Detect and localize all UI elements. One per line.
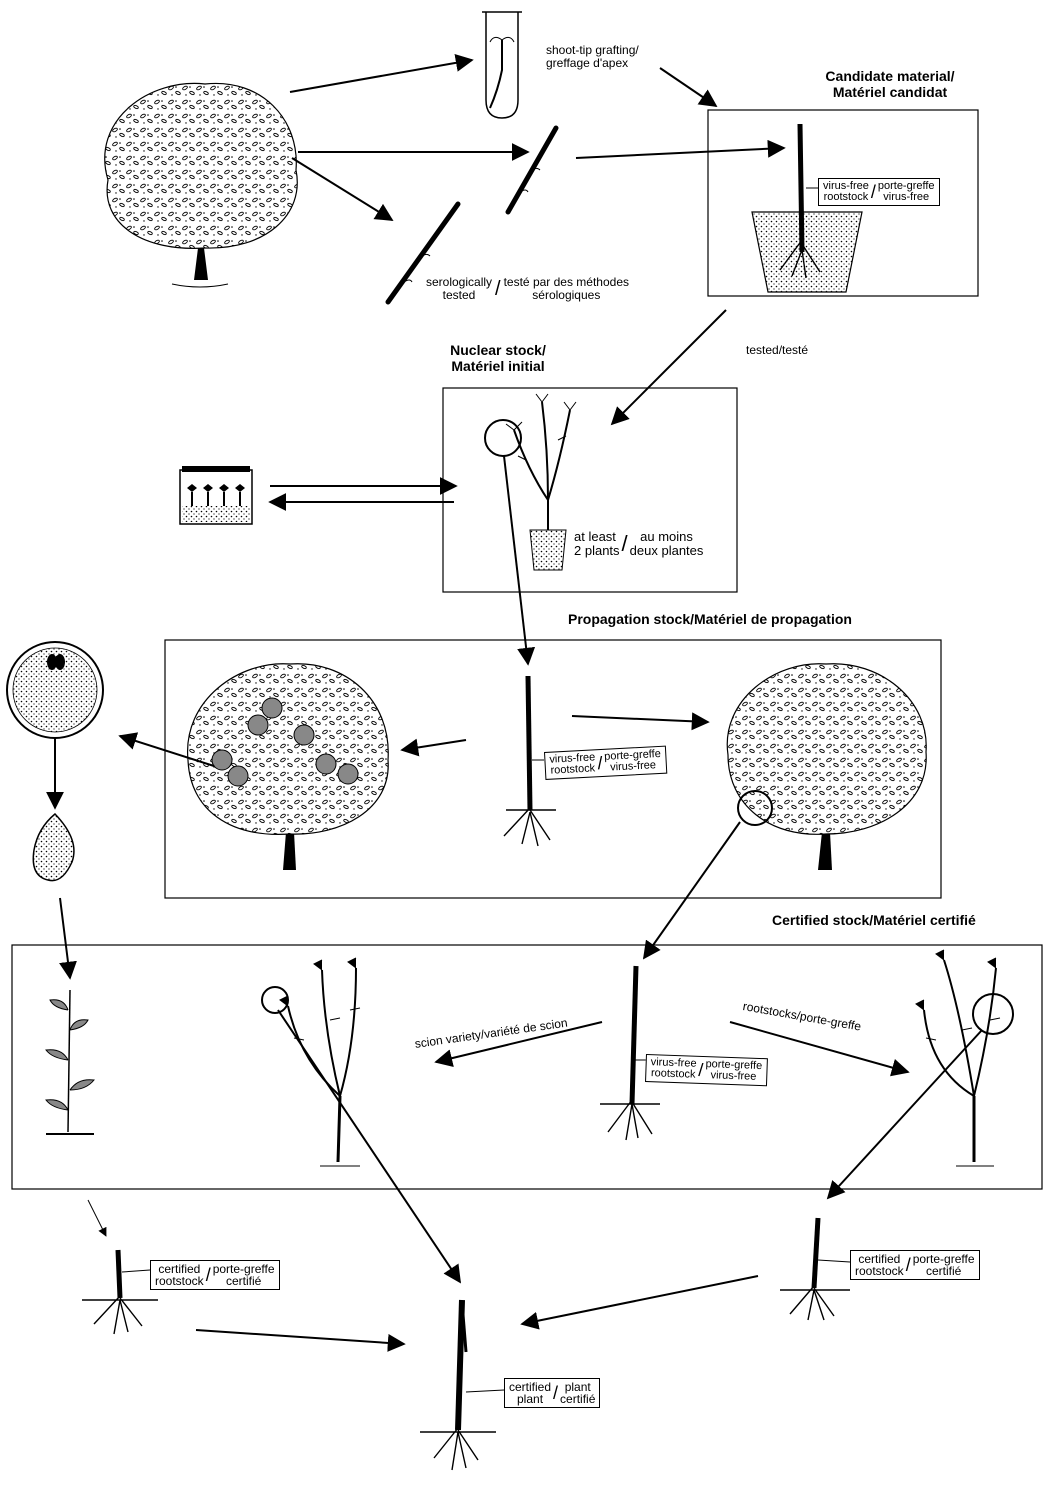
tag-en: virus-free rootstock — [823, 181, 869, 203]
slash-separator: / — [871, 183, 876, 201]
slash-separator: / — [698, 1061, 704, 1079]
tested-label: tested/testé — [746, 344, 808, 357]
slash-separator: / — [206, 1266, 211, 1284]
tag-fr: porte-greffe virus-free — [604, 749, 662, 774]
tag-line: rootstock — [651, 1068, 696, 1081]
slash-separator: / — [597, 754, 603, 772]
certified-rootstock-bottom-left — [82, 1250, 158, 1334]
slash-separator: / — [553, 1384, 558, 1402]
label-line: tested — [426, 289, 492, 302]
certified-rootstock-bottom-right — [780, 1218, 850, 1320]
seed-illustration — [33, 814, 74, 881]
tag-fr: plant certifié — [560, 1381, 595, 1405]
fruiting-tree-illustration — [188, 664, 389, 870]
label-line: deux plantes — [630, 544, 704, 558]
tag-line: certifié — [926, 1265, 961, 1277]
slash-separator: / — [906, 1256, 911, 1274]
label-fr: au moins deux plantes — [630, 530, 704, 558]
tag-line: virus-free — [883, 192, 929, 203]
certified-rootstock-tag: certified rootstock / porte-greffe certi… — [150, 1260, 280, 1290]
heading-line: Matériel candidat — [790, 84, 990, 100]
tag-fr: porte-greffe virus-free — [878, 181, 935, 203]
shoot-tip-grafting-label: shoot-tip grafting/ greffage d'apex — [546, 44, 639, 70]
mother-tree-illustration — [105, 83, 298, 287]
mother-tree-propagation — [727, 664, 926, 870]
certified-plant-illustration — [420, 1300, 496, 1470]
fruit-section-illustration — [7, 642, 103, 738]
twig-1-illustration — [508, 128, 556, 212]
tissue-culture-jar — [180, 466, 252, 524]
nuclear-potted-plant — [485, 394, 576, 570]
propagation-stock-heading: Propagation stock/Matériel de propagatio… — [568, 611, 852, 627]
tag-line: certifié — [560, 1393, 595, 1405]
tag-en: certified rootstock — [855, 1253, 904, 1277]
tag-line: plant — [517, 1393, 543, 1405]
nuclear-stock-heading: Nuclear stock/ Matériel initial — [428, 342, 568, 374]
label-en: at least 2 plants — [574, 530, 620, 558]
test-tube-illustration — [482, 12, 522, 118]
tag-line: rootstock — [550, 763, 595, 776]
label-en: serologically tested — [426, 276, 492, 302]
label-line: au moins — [630, 530, 704, 544]
virus-free-rootstock-tag: virus-free rootstock / porte-greffe viru… — [645, 1054, 767, 1086]
tag-line: virus-free — [710, 1070, 756, 1083]
tag-line: virus-free — [610, 760, 656, 773]
at-least-two-plants-label: at least 2 plants / au moins deux plante… — [574, 530, 703, 558]
tag-line: rootstock — [155, 1275, 204, 1287]
certified-plant-tag: certified plant / plant certifié — [504, 1378, 600, 1408]
scion-tree-illustration — [262, 958, 360, 1166]
seedling-illustration — [46, 990, 94, 1134]
label-line: 2 plants — [574, 544, 620, 558]
tag-en: virus-free rootstock — [549, 752, 596, 776]
tag-line: rootstock — [855, 1265, 904, 1277]
tag-line: rootstock — [824, 192, 869, 203]
rootstock-tree-illustration — [916, 950, 1013, 1166]
serologically-tested-label: serologically tested / testé par des mét… — [426, 276, 629, 302]
tag-en: certified rootstock — [155, 1263, 204, 1287]
certified-rootstock-tag: certified rootstock / porte-greffe certi… — [850, 1250, 980, 1280]
tag-line: certifié — [226, 1275, 261, 1287]
label-line: sérologiques — [504, 289, 629, 302]
candidate-material-heading: Candidate material/ Matériel candidat — [790, 68, 990, 100]
heading-line: Nuclear stock/ — [428, 342, 568, 358]
certified-stock-heading: Certified stock/Matériel certifié — [772, 912, 976, 928]
tag-fr: porte-greffe certifié — [213, 1263, 275, 1287]
label-line: greffage d'apex — [546, 57, 639, 70]
slash-separator: / — [495, 283, 501, 296]
tag-fr: porte-greffe virus-free — [705, 1059, 762, 1083]
heading-line: Candidate material/ — [790, 68, 990, 84]
slash-separator: / — [622, 537, 628, 551]
tag-en: certified plant — [509, 1381, 551, 1405]
label-line: at least — [574, 530, 620, 544]
virus-free-rootstock-tag: virus-free rootstock / porte-greffe viru… — [818, 178, 940, 206]
tag-fr: porte-greffe certifié — [913, 1253, 975, 1277]
selection-circle — [485, 420, 521, 456]
certified-rootstock-center — [600, 966, 660, 1140]
label-fr: testé par des méthodes sérologiques — [504, 276, 629, 302]
nuclear-box — [443, 388, 737, 592]
tag-en: virus-free rootstock — [650, 1057, 697, 1081]
heading-line: Matériel initial — [428, 358, 568, 374]
